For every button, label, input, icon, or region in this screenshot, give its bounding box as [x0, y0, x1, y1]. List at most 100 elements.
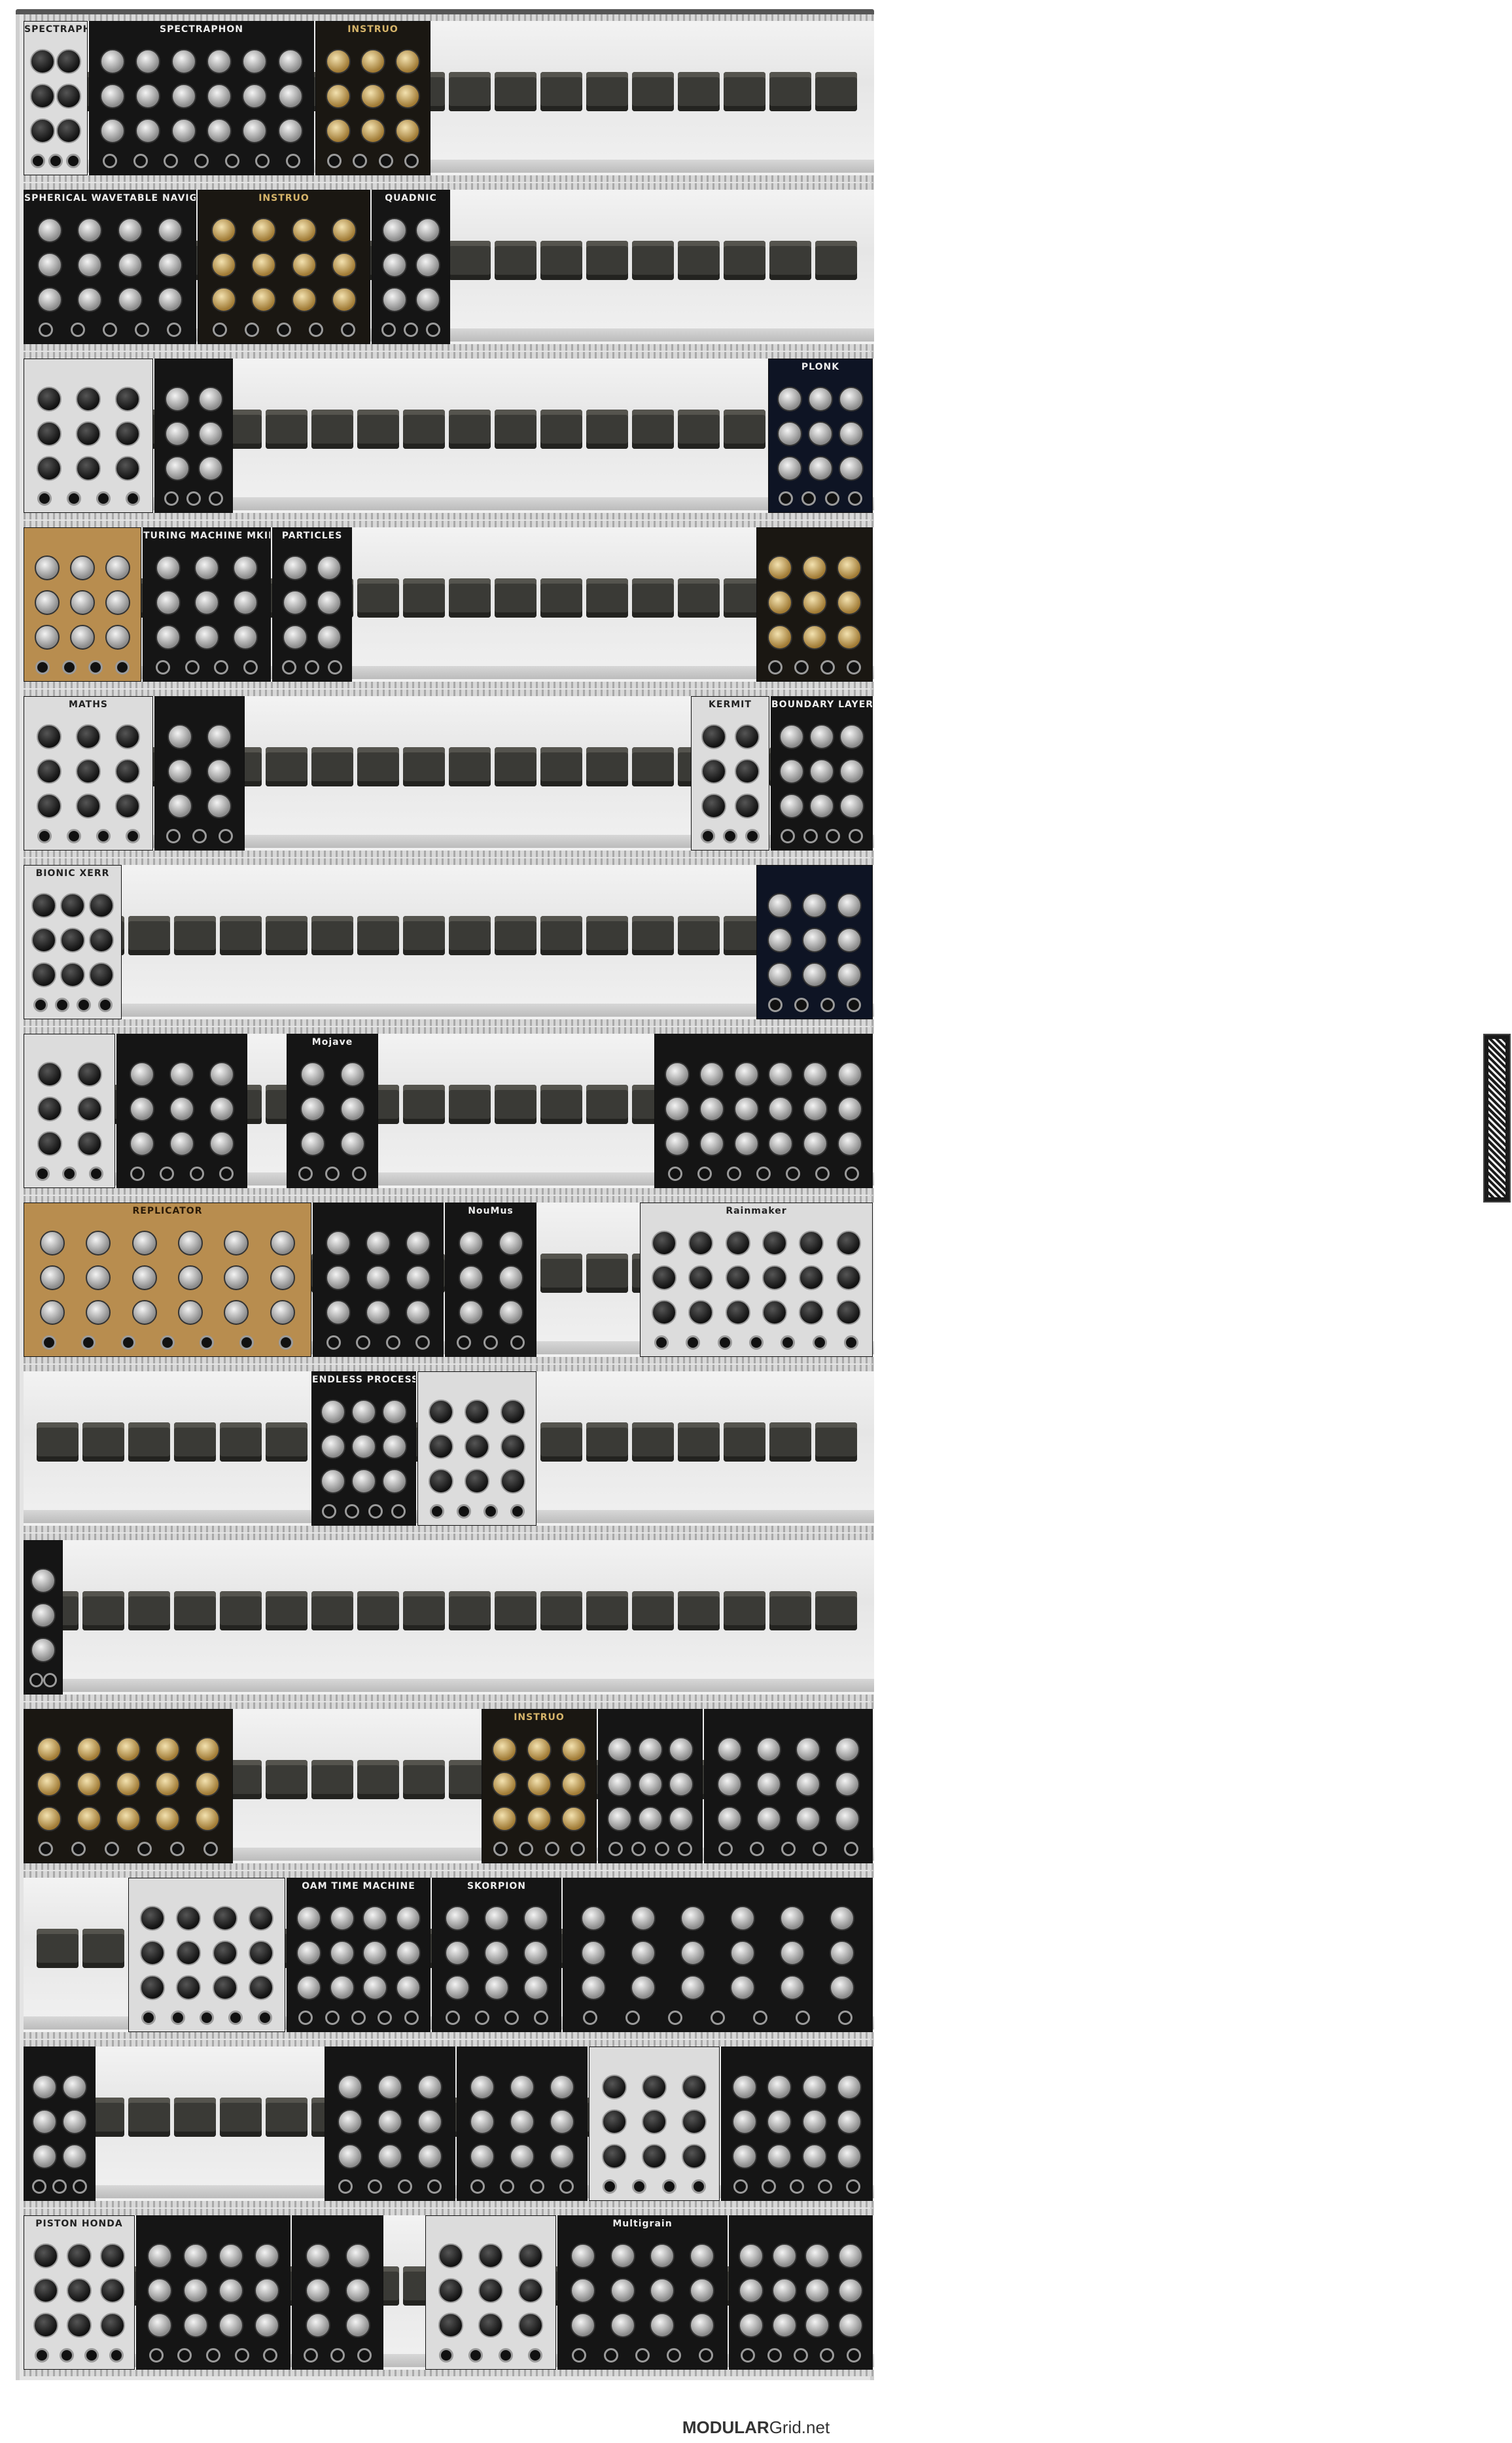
patch-jack-icon[interactable]: [692, 2179, 707, 2194]
knob-icon[interactable]: [198, 421, 223, 446]
knob-icon[interactable]: [641, 2109, 667, 2134]
knob-icon[interactable]: [526, 1806, 552, 1832]
knob-icon[interactable]: [317, 555, 342, 580]
knob-icon[interactable]: [207, 724, 232, 749]
knob-icon[interactable]: [326, 1230, 351, 1256]
patch-jack-icon[interactable]: [845, 2179, 860, 2194]
knob-icon[interactable]: [602, 2144, 627, 2170]
knob-icon[interactable]: [105, 589, 130, 615]
knob-icon[interactable]: [291, 252, 317, 277]
knob-icon[interactable]: [377, 2109, 402, 2134]
knob-icon[interactable]: [132, 1265, 157, 1290]
knob-icon[interactable]: [37, 1131, 62, 1157]
knob-icon[interactable]: [839, 794, 864, 819]
knob-icon[interactable]: [518, 2313, 543, 2338]
knob-icon[interactable]: [415, 217, 440, 243]
knob-icon[interactable]: [509, 2074, 535, 2100]
patch-jack-icon[interactable]: [66, 829, 81, 843]
knob-icon[interactable]: [438, 2277, 464, 2303]
knob-icon[interactable]: [382, 1399, 408, 1424]
patch-jack-icon[interactable]: [189, 1167, 204, 1181]
knob-icon[interactable]: [132, 1230, 157, 1256]
knob-icon[interactable]: [837, 1061, 862, 1087]
knob-icon[interactable]: [194, 1736, 220, 1762]
knob-icon[interactable]: [429, 1469, 454, 1494]
patch-jack-icon[interactable]: [456, 1504, 471, 1519]
knob-icon[interactable]: [484, 1905, 509, 1931]
knob-icon[interactable]: [830, 1905, 854, 1931]
knob-icon[interactable]: [837, 962, 862, 988]
knob-icon[interactable]: [139, 1905, 165, 1931]
patch-jack-icon[interactable]: [97, 998, 113, 1012]
knob-icon[interactable]: [212, 1940, 237, 1965]
patch-jack-icon[interactable]: [753, 2011, 768, 2025]
knob-icon[interactable]: [326, 1300, 351, 1326]
knob-icon[interactable]: [382, 1433, 408, 1459]
knob-icon[interactable]: [637, 1736, 663, 1762]
knob-icon[interactable]: [283, 555, 308, 580]
knob-icon[interactable]: [249, 1905, 274, 1931]
knob-icon[interactable]: [30, 118, 55, 144]
knob-icon[interactable]: [734, 758, 760, 784]
patch-jack-icon[interactable]: [844, 1842, 858, 1856]
patch-jack-icon[interactable]: [338, 2179, 353, 2194]
knob-icon[interactable]: [37, 724, 62, 749]
patch-jack-icon[interactable]: [803, 829, 818, 843]
patch-jack-icon[interactable]: [820, 660, 835, 675]
knob-icon[interactable]: [768, 1131, 794, 1157]
patch-jack-icon[interactable]: [438, 2348, 453, 2363]
knob-icon[interactable]: [381, 252, 407, 277]
knob-icon[interactable]: [77, 1061, 102, 1087]
knob-icon[interactable]: [631, 1940, 656, 1965]
knob-icon[interactable]: [835, 1771, 860, 1797]
knob-icon[interactable]: [802, 1131, 828, 1157]
patch-jack-icon[interactable]: [285, 154, 300, 168]
patch-jack-icon[interactable]: [341, 323, 356, 337]
patch-jack-icon[interactable]: [815, 1167, 830, 1181]
knob-icon[interactable]: [445, 1975, 470, 2001]
knob-icon[interactable]: [607, 1736, 632, 1762]
knob-icon[interactable]: [637, 1771, 663, 1797]
knob-icon[interactable]: [242, 48, 268, 74]
knob-icon[interactable]: [62, 2109, 87, 2134]
knob-icon[interactable]: [360, 118, 385, 144]
patch-jack-icon[interactable]: [519, 1842, 534, 1856]
patch-jack-icon[interactable]: [325, 1167, 340, 1181]
knob-icon[interactable]: [332, 217, 357, 243]
knob-icon[interactable]: [254, 2277, 279, 2303]
knob-icon[interactable]: [805, 2243, 830, 2268]
knob-icon[interactable]: [780, 1905, 805, 1931]
knob-icon[interactable]: [360, 48, 385, 74]
knob-icon[interactable]: [669, 1806, 694, 1832]
patch-jack-icon[interactable]: [632, 2179, 647, 2194]
knob-icon[interactable]: [62, 2074, 87, 2100]
module-panel[interactable]: [136, 2215, 290, 2370]
knob-icon[interactable]: [610, 2277, 635, 2303]
patch-jack-icon[interactable]: [603, 2348, 618, 2363]
knob-icon[interactable]: [377, 2144, 402, 2170]
knob-icon[interactable]: [89, 892, 114, 918]
patch-jack-icon[interactable]: [457, 1335, 472, 1350]
patch-jack-icon[interactable]: [812, 1335, 827, 1350]
knob-icon[interactable]: [86, 1265, 111, 1290]
patch-jack-icon[interactable]: [368, 1504, 383, 1519]
knob-icon[interactable]: [478, 2243, 503, 2268]
patch-jack-icon[interactable]: [114, 660, 130, 675]
patch-jack-icon[interactable]: [170, 2011, 185, 2025]
knob-icon[interactable]: [77, 1096, 102, 1121]
knob-icon[interactable]: [602, 2109, 627, 2134]
knob-icon[interactable]: [56, 83, 81, 109]
module-panel[interactable]: ENDLESS PROCESSOR: [311, 1371, 416, 1526]
patch-jack-icon[interactable]: [733, 2179, 748, 2194]
patch-jack-icon[interactable]: [72, 2179, 87, 2194]
knob-icon[interactable]: [669, 1771, 694, 1797]
patch-jack-icon[interactable]: [385, 1335, 400, 1350]
knob-icon[interactable]: [178, 1300, 203, 1326]
knob-icon[interactable]: [167, 794, 192, 819]
knob-icon[interactable]: [756, 1736, 781, 1762]
knob-icon[interactable]: [739, 2277, 764, 2303]
patch-jack-icon[interactable]: [219, 1167, 234, 1181]
patch-jack-icon[interactable]: [493, 1842, 508, 1856]
knob-icon[interactable]: [35, 589, 60, 615]
knob-icon[interactable]: [305, 2243, 330, 2268]
